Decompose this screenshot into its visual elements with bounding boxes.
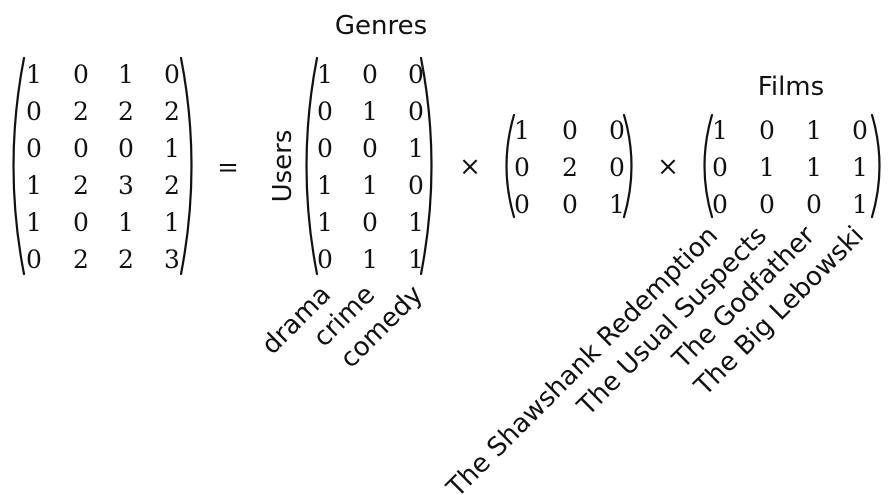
user-genre-matrix-cell: 0 xyxy=(317,97,333,126)
user-genre-matrix-cell: 1 xyxy=(362,171,378,200)
times-sign-2: × xyxy=(657,152,679,182)
equals-sign: = xyxy=(217,153,239,183)
weight-matrix-cell: 1 xyxy=(514,116,530,145)
weight-matrix-left-paren xyxy=(505,113,516,219)
result-matrix-cell: 0 xyxy=(73,60,89,89)
genre-film-matrix-cell: 1 xyxy=(759,153,775,182)
result-matrix-cell: 0 xyxy=(73,134,89,163)
genre-film-matrix-cell: 1 xyxy=(712,116,728,145)
weight-matrix-cell: 0 xyxy=(609,116,625,145)
result-matrix-cell: 2 xyxy=(73,245,89,274)
genre-film-matrix-cell: 0 xyxy=(759,190,775,219)
user-genre-matrix-cell: 0 xyxy=(362,60,378,89)
result-matrix-right-paren xyxy=(179,56,193,276)
result-matrix-cell: 2 xyxy=(73,171,89,200)
genre-film-matrix-cell: 0 xyxy=(712,190,728,219)
user-genre-matrix-cell: 1 xyxy=(362,97,378,126)
users-label: Users xyxy=(268,130,298,203)
user-genre-matrix-cell: 0 xyxy=(362,134,378,163)
result-matrix-cell: 3 xyxy=(118,171,134,200)
result-matrix-cell: 1 xyxy=(26,60,42,89)
genre-film-matrix-cell: 1 xyxy=(852,153,868,182)
genre-film-matrix-cell: 0 xyxy=(806,190,822,219)
result-matrix-cell: 0 xyxy=(26,245,42,274)
weight-matrix-right-paren xyxy=(622,113,633,219)
result-matrix-cell: 2 xyxy=(118,97,134,126)
genre-film-matrix-cell: 0 xyxy=(759,116,775,145)
user-genre-matrix-cell: 1 xyxy=(317,60,333,89)
user-genre-matrix-right-paren xyxy=(419,56,433,276)
result-matrix-cell: 1 xyxy=(26,171,42,200)
weight-matrix-cell: 1 xyxy=(609,190,625,219)
result-matrix-cell: 0 xyxy=(118,134,134,163)
user-genre-matrix-cell: 1 xyxy=(317,171,333,200)
user-genre-matrix-cell: 1 xyxy=(408,208,424,237)
result-matrix-cell: 1 xyxy=(118,60,134,89)
genre-film-matrix-cell: 0 xyxy=(852,116,868,145)
result-matrix-cell: 0 xyxy=(164,60,180,89)
result-matrix-cell: 2 xyxy=(73,97,89,126)
weight-matrix-cell: 0 xyxy=(562,116,578,145)
genre-film-matrix-cell: 0 xyxy=(712,153,728,182)
user-genre-matrix-cell: 0 xyxy=(408,171,424,200)
weight-matrix-cell: 0 xyxy=(562,190,578,219)
result-matrix-cell: 3 xyxy=(164,245,180,274)
result-matrix-cell: 0 xyxy=(73,208,89,237)
result-matrix-cell: 1 xyxy=(118,208,134,237)
user-genre-matrix-cell: 0 xyxy=(408,60,424,89)
user-genre-matrix-cell: 1 xyxy=(362,245,378,274)
result-matrix-cell: 1 xyxy=(164,134,180,163)
weight-matrix-cell: 0 xyxy=(514,153,530,182)
films-label: Films xyxy=(758,72,824,102)
result-matrix-cell: 2 xyxy=(164,171,180,200)
user-genre-matrix-cell: 0 xyxy=(317,134,333,163)
user-genre-matrix-cell: 1 xyxy=(317,208,333,237)
weight-matrix-cell: 2 xyxy=(562,153,578,182)
user-genre-matrix-cell: 0 xyxy=(362,208,378,237)
genre-film-matrix-cell: 1 xyxy=(806,153,822,182)
result-matrix-cell: 2 xyxy=(164,97,180,126)
user-genre-matrix-cell: 0 xyxy=(317,245,333,274)
times-sign-1: × xyxy=(459,152,481,182)
genres-label: Genres xyxy=(335,11,427,41)
user-genre-matrix-cell: 1 xyxy=(408,134,424,163)
result-matrix-cell: 0 xyxy=(26,97,42,126)
genre-film-matrix-cell: 1 xyxy=(852,190,868,219)
result-matrix-cell: 1 xyxy=(164,208,180,237)
result-matrix-cell: 2 xyxy=(118,245,134,274)
genre-film-matrix-cell: 1 xyxy=(806,116,822,145)
user-genre-matrix-left-paren xyxy=(305,56,319,276)
user-genre-matrix-cell: 1 xyxy=(408,245,424,274)
user-genre-matrix-cell: 0 xyxy=(408,97,424,126)
genre-film-matrix-left-paren xyxy=(703,113,714,219)
result-matrix-cell: 0 xyxy=(26,134,42,163)
result-matrix-cell: 1 xyxy=(26,208,42,237)
genre-film-matrix-right-paren xyxy=(870,113,881,219)
weight-matrix-cell: 0 xyxy=(609,153,625,182)
weight-matrix-cell: 0 xyxy=(514,190,530,219)
result-matrix-left-paren xyxy=(12,56,26,276)
